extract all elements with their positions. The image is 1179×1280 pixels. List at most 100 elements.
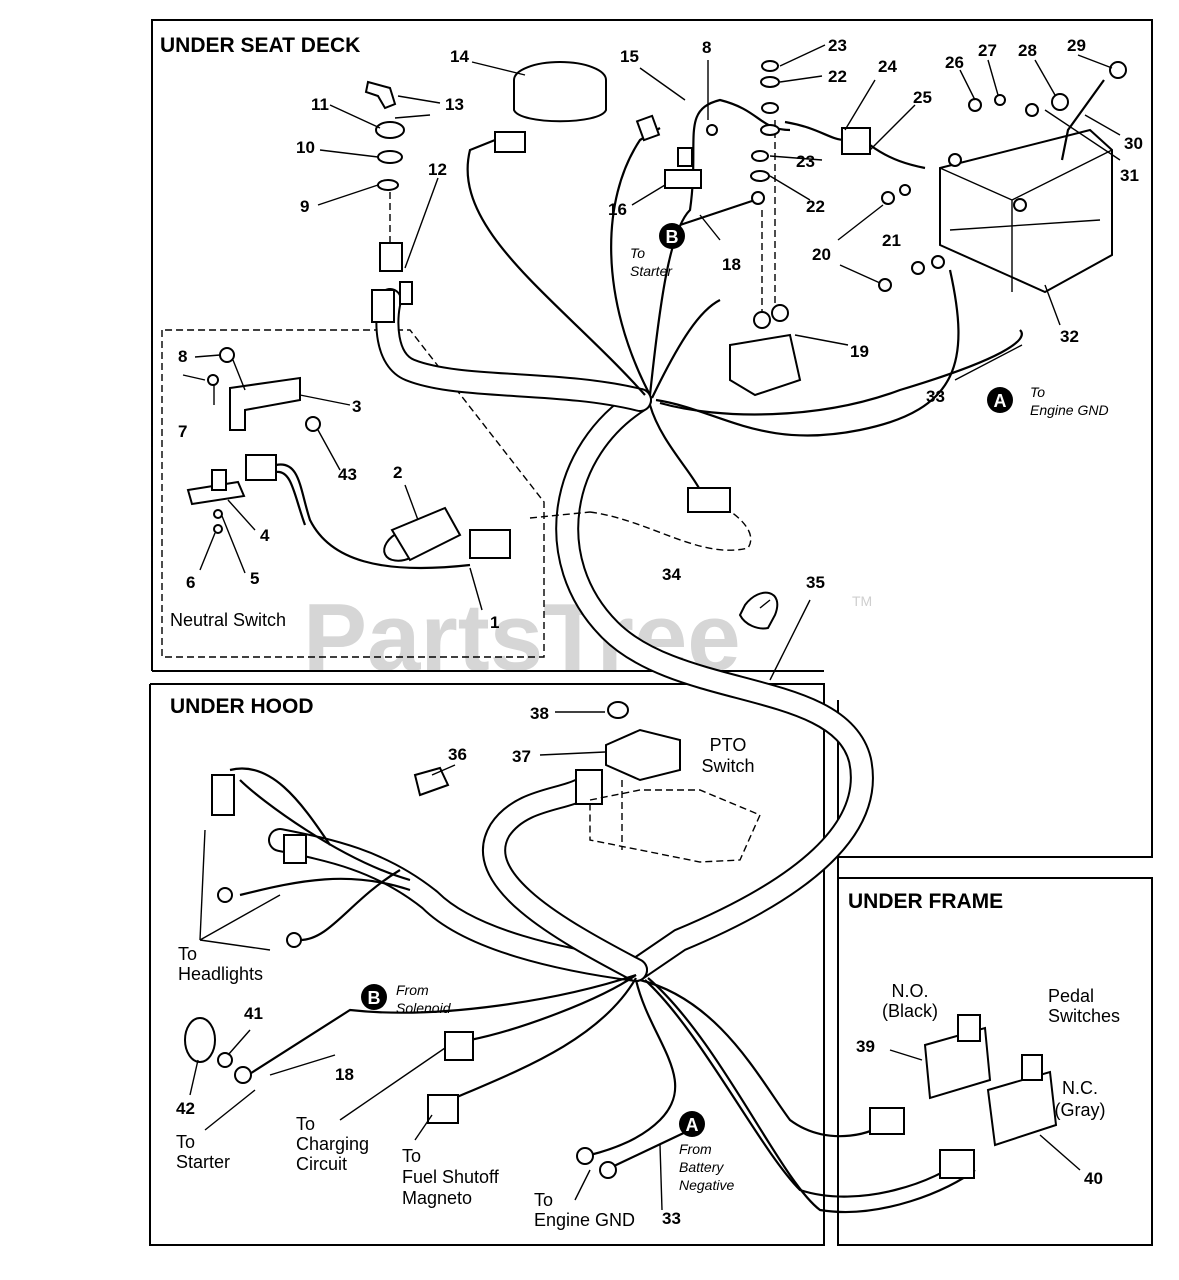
nut-21 bbox=[878, 278, 892, 292]
key-switch-12 bbox=[379, 242, 403, 272]
screw-7 bbox=[207, 374, 219, 386]
label-nc-2: (Gray) bbox=[1055, 1100, 1106, 1120]
nut-10 bbox=[377, 150, 403, 164]
callout-18a: 18 bbox=[722, 255, 741, 274]
callout-18b: 18 bbox=[335, 1065, 354, 1084]
callout-2: 2 bbox=[393, 463, 402, 482]
wire-sleeve-2 bbox=[390, 506, 462, 562]
callout-9: 9 bbox=[300, 197, 309, 216]
fuse-holder-24 bbox=[841, 127, 871, 155]
nut-6 bbox=[213, 524, 223, 534]
switch-bracket bbox=[229, 376, 301, 431]
pedal-connector-nc bbox=[939, 1149, 975, 1179]
callout-11: 11 bbox=[311, 95, 329, 114]
label-from-solenoid-2: Solenoid bbox=[396, 1000, 452, 1016]
relay-16 bbox=[664, 169, 702, 189]
callout-22a: 22 bbox=[828, 67, 847, 86]
label-to-starter-seat-2: Starter bbox=[630, 263, 673, 279]
hood-components bbox=[184, 701, 761, 1179]
badge-a-seat-text: A bbox=[994, 391, 1007, 411]
plunger-nc bbox=[1021, 1054, 1043, 1081]
callout-10: 10 bbox=[296, 138, 315, 157]
label-to-engine-gnd-hood-2: Engine GND bbox=[534, 1210, 635, 1230]
badge-b-seat: B bbox=[659, 223, 685, 249]
headlight-terminal-1 bbox=[217, 887, 233, 903]
callout-23a: 23 bbox=[828, 36, 847, 55]
fuse-15 bbox=[677, 147, 693, 167]
hood-branch-wires bbox=[229, 767, 976, 1214]
callout-37: 37 bbox=[512, 747, 531, 766]
callout-13: 13 bbox=[445, 95, 464, 114]
main-harness bbox=[268, 98, 1023, 982]
plunger-no bbox=[957, 1014, 981, 1042]
label-no-2: (Black) bbox=[882, 1001, 938, 1021]
alarm-buzzer-body bbox=[513, 80, 607, 123]
label-pto-line1: PTO bbox=[710, 735, 747, 755]
callout-36: 36 bbox=[448, 745, 467, 764]
boot-42 bbox=[184, 1017, 216, 1063]
key-switch-assembly bbox=[364, 80, 413, 323]
starter-cable-18 bbox=[679, 198, 756, 227]
engine-gnd-terminal bbox=[576, 1147, 594, 1165]
callout-39: 39 bbox=[856, 1037, 875, 1056]
badge-a-seat: A bbox=[987, 387, 1013, 413]
bolt-31 bbox=[1025, 103, 1039, 117]
title-under-seat-deck: UNDER SEAT DECK bbox=[160, 34, 360, 57]
pedal-connector-no bbox=[869, 1107, 905, 1135]
label-pedal-2: Switches bbox=[1048, 1006, 1120, 1026]
label-to-charging-2: Charging bbox=[296, 1134, 369, 1154]
callout-4: 4 bbox=[260, 526, 270, 545]
screw-8 bbox=[219, 347, 235, 363]
label-to-fuel-3: Magneto bbox=[402, 1188, 472, 1208]
headlight-terminal-2 bbox=[286, 932, 302, 948]
charging-connector bbox=[444, 1031, 474, 1061]
title-under-hood: UNDER HOOD bbox=[170, 695, 314, 718]
seat-deck-components bbox=[494, 60, 1127, 630]
label-to-headlights-1: To bbox=[178, 944, 197, 964]
callout-23b: 23 bbox=[796, 152, 815, 171]
callout-42: 42 bbox=[176, 1099, 195, 1118]
callout-38: 38 bbox=[530, 704, 549, 723]
bolt-27 bbox=[994, 94, 1006, 106]
label-from-solenoid-1: From bbox=[396, 982, 429, 998]
label-to-engine-gnd-seat-2: Engine GND bbox=[1030, 402, 1109, 418]
label-from-battery-3: Negative bbox=[679, 1177, 734, 1193]
callout-16: 16 bbox=[608, 200, 627, 219]
callout-32: 32 bbox=[1060, 327, 1079, 346]
under-hood-frame bbox=[149, 683, 825, 1246]
callout-34: 34 bbox=[662, 565, 681, 584]
label-pedal-1: Pedal bbox=[1048, 986, 1094, 1006]
callout-33b: 33 bbox=[662, 1209, 681, 1228]
callout-31: 31 bbox=[1120, 166, 1139, 185]
callout-19: 19 bbox=[850, 342, 869, 361]
pto-connector bbox=[575, 769, 603, 805]
nut-20 bbox=[881, 191, 895, 205]
callout-41: 41 bbox=[244, 1004, 263, 1023]
callout-1: 1 bbox=[490, 613, 499, 632]
buzzer-connector bbox=[494, 131, 526, 153]
watermark-trademark: TM bbox=[852, 593, 872, 609]
label-to-charging-1: To bbox=[296, 1114, 315, 1134]
label-from-battery-1: From bbox=[679, 1141, 712, 1157]
label-no-1: N.O. bbox=[891, 981, 928, 1001]
ignition-key-13 bbox=[364, 80, 397, 110]
label-pto-line2: Switch bbox=[701, 756, 754, 776]
label-to-headlights-2: Headlights bbox=[178, 964, 263, 984]
nut-43 bbox=[305, 416, 321, 432]
label-neutral-switch: Neutral Switch bbox=[170, 610, 286, 630]
washer-28 bbox=[1051, 93, 1069, 111]
callout-28: 28 bbox=[1018, 41, 1037, 60]
fuel-shutoff-connector bbox=[427, 1094, 459, 1124]
label-to-fuel-2: Fuel Shutoff bbox=[402, 1167, 500, 1187]
pto-switch-37 bbox=[605, 728, 681, 782]
label-nc-1: N.C. bbox=[1062, 1078, 1098, 1098]
callout-35: 35 bbox=[806, 573, 825, 592]
badge-a-hood-text: A bbox=[686, 1115, 699, 1135]
callout-14: 14 bbox=[450, 47, 469, 66]
leader-lines bbox=[182, 44, 1121, 1211]
starter-solenoid-19 bbox=[729, 333, 802, 397]
nut-41 bbox=[217, 1052, 233, 1068]
callout-25: 25 bbox=[913, 88, 932, 107]
pedal-switch-nc-40 bbox=[986, 1070, 1058, 1147]
